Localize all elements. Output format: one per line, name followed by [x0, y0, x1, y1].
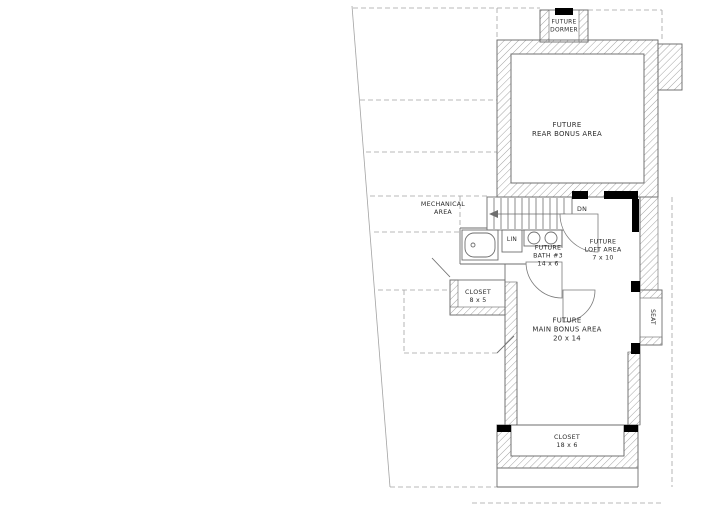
- label-future-dormer: FUTURE DORMER: [550, 19, 578, 34]
- text-line: 14 x 6: [537, 261, 559, 269]
- label-linen-closet: LIN: [507, 237, 517, 245]
- text-line: REAR BONUS AREA: [532, 130, 602, 138]
- text-line: MAIN BONUS AREA: [532, 325, 602, 334]
- lower-closet-inner: [510, 424, 625, 457]
- stairwell-outline: [486, 196, 573, 231]
- stair-treads: [493, 198, 565, 229]
- label-rear-bonus-area: FUTURE REAR BONUS AREA: [532, 121, 602, 139]
- roof-hip-line: [431, 257, 451, 278]
- label-stairs-down: DN: [577, 206, 587, 214]
- sink-right: [544, 231, 558, 245]
- rear-bonus-outer-wall: [496, 39, 659, 198]
- door-swing-loft: [559, 213, 599, 253]
- roof-hip-line: [496, 335, 515, 354]
- sink-left: [527, 231, 541, 245]
- text-line: AREA: [434, 209, 452, 216]
- text-line: 8 x 5: [469, 297, 487, 304]
- bathtub-fixture: [461, 229, 499, 261]
- text-line: MECHANICAL: [420, 200, 466, 208]
- text-line: 18 x 6: [556, 442, 578, 449]
- text-line: FUTURE: [552, 121, 582, 130]
- label-closet-lower: CLOSET 18 x 6: [554, 434, 580, 450]
- text-line: FUTURE: [551, 19, 577, 26]
- text-line: BATH #3: [533, 252, 563, 260]
- label-future-bath: FUTURE BATH #3 14 x 6: [533, 245, 563, 270]
- door-swing-bonus: [562, 289, 596, 323]
- text-line: CLOSET: [554, 433, 580, 441]
- door-swings: [525, 213, 599, 323]
- upper-closet-outline: [449, 279, 506, 316]
- label-mechanical-area: MECHANICAL AREA: [421, 201, 465, 217]
- solid-wall-fills: [497, 8, 640, 432]
- text-line: LIN: [506, 237, 518, 244]
- text-line: FUTURE: [589, 238, 617, 246]
- door-swing-bath: [525, 261, 563, 299]
- text-line: DN: [576, 205, 588, 213]
- text-line: DORMER: [550, 27, 578, 33]
- linen-closet-outline: [501, 229, 523, 253]
- stair-direction-arrow: [489, 210, 566, 218]
- roof-outline-dashed: [353, 7, 673, 504]
- label-future-loft-area: FUTURE LOFT AREA 7 x 10: [585, 239, 622, 264]
- text-line: FUTURE: [552, 316, 582, 325]
- seat-alcove: [639, 289, 663, 346]
- label-closet-upper: CLOSET 8 x 5: [465, 289, 491, 305]
- rear-bonus-inner-wall: [510, 53, 645, 184]
- knee-wall-hatching: [449, 9, 683, 469]
- text-line: SEAT: [648, 309, 655, 325]
- label-main-bonus-area: FUTURE MAIN BONUS AREA 20 x 14: [532, 317, 601, 344]
- chimney-bump: [657, 43, 683, 91]
- text-line: LOFT AREA: [584, 246, 622, 254]
- text-line: CLOSET: [465, 288, 491, 296]
- vanity-sinks: [523, 229, 563, 247]
- text-line: 7 x 10: [592, 255, 614, 263]
- roof-edge-diagonal: [351, 5, 391, 488]
- text-line: 20 x 14: [553, 334, 581, 343]
- label-window-seat: SEAT: [647, 309, 655, 325]
- walls-solid: [431, 9, 683, 488]
- text-line: FUTURE: [534, 244, 562, 252]
